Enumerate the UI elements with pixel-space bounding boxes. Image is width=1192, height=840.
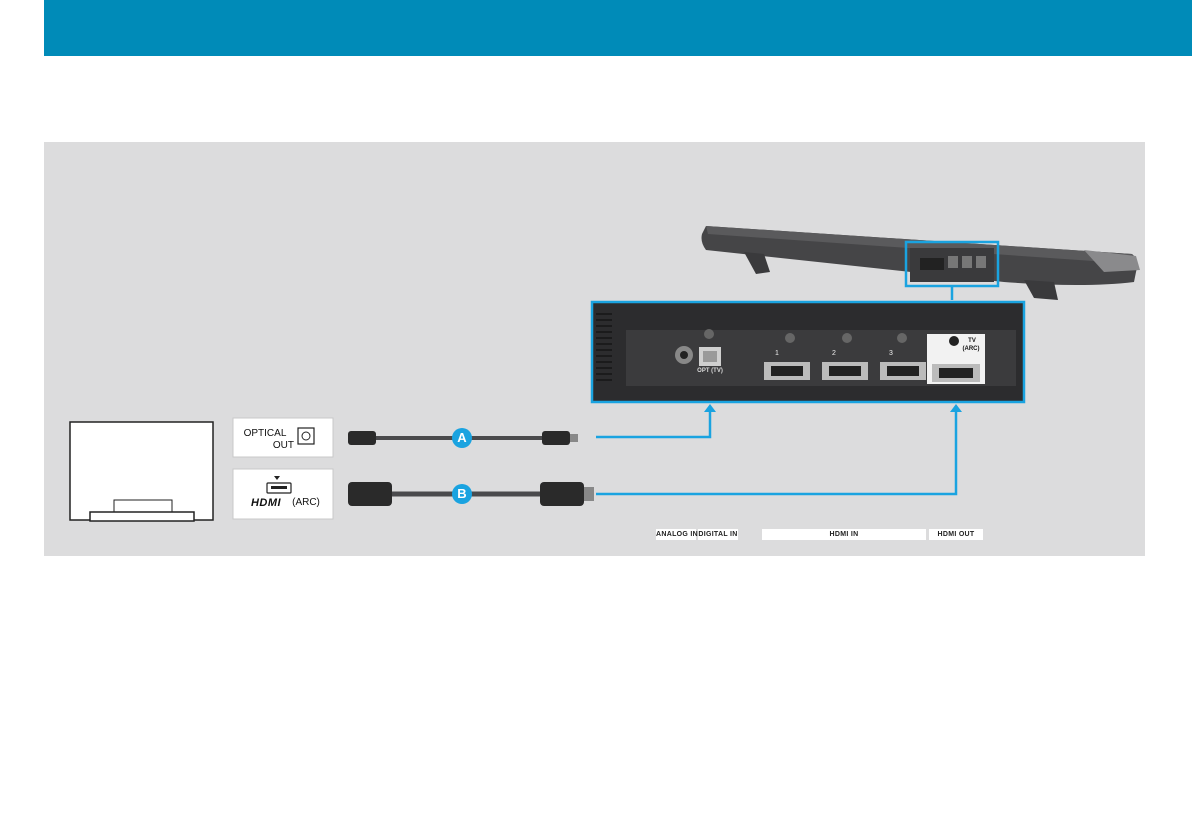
- connection-diagram-panel: OPTICAL OUT HDMI (ARC) A B OPT (TV) 1 2 …: [44, 142, 1145, 556]
- hdmi-arc-label: (ARC): [286, 498, 326, 508]
- cable-a-badge: A: [452, 428, 472, 448]
- hdmi-in-label: HDMI IN: [762, 529, 926, 540]
- hdmi-connection-line: [596, 410, 956, 494]
- tv-arc-label-line1: TV: [962, 338, 982, 344]
- optical-port-icon: [298, 428, 314, 444]
- opt-tv-label: OPT (TV): [692, 368, 728, 374]
- hdmi-out-label: HDMI OUT: [929, 529, 983, 540]
- hdmi-logo-text: HDMI: [246, 498, 286, 509]
- tv-icon: [70, 422, 213, 521]
- hdmi-in-number-1: 1: [772, 350, 782, 357]
- header-bar: [44, 0, 1192, 56]
- soundbar-icon: [702, 226, 1141, 300]
- analog-in-label: ANALOG IN: [656, 529, 696, 540]
- hdmi-in-number-3: 3: [886, 350, 896, 357]
- optical-out-label-line2: OUT: [236, 441, 294, 451]
- hdmi-in-number-2: 2: [829, 350, 839, 357]
- tv-arc-label-line2: (ARC): [958, 346, 984, 352]
- optical-out-label-line1: OPTICAL: [236, 429, 294, 439]
- digital-in-label: DIGITAL IN: [698, 529, 738, 540]
- optical-connection-line: [596, 410, 710, 437]
- hdmi-arc-card: [233, 469, 333, 519]
- cable-b-badge: B: [452, 484, 472, 504]
